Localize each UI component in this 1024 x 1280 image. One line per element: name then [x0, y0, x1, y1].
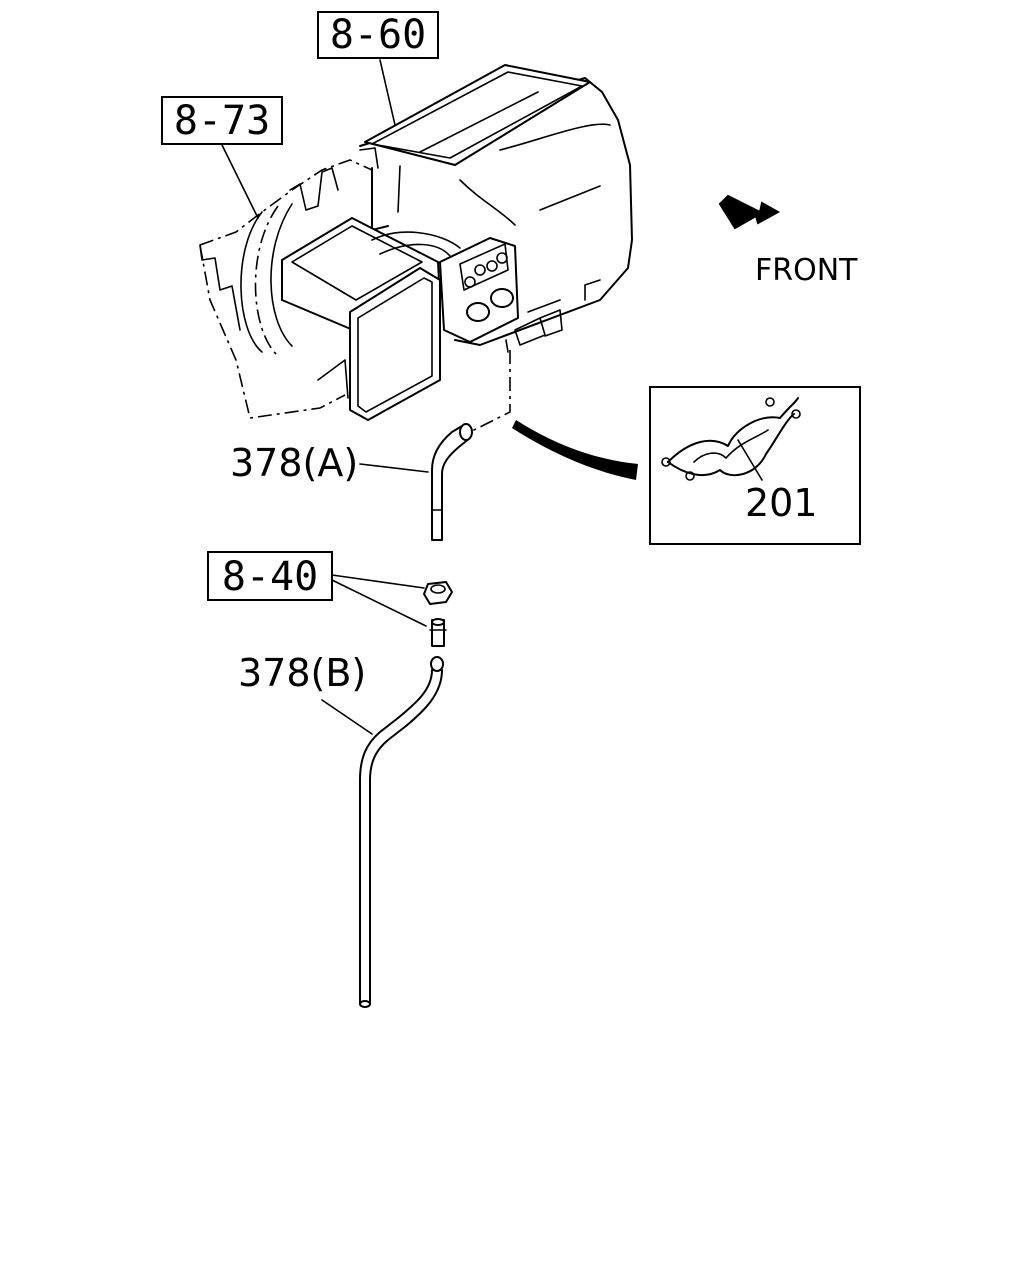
callout-378b: 378(B) [238, 651, 366, 695]
front-direction-indicator: FRONT [718, 194, 858, 288]
hose-378a[interactable]: 378(A) [230, 423, 473, 541]
leader-lines [221, 59, 511, 433]
ref-box-8-73[interactable]: 8-73 [161, 96, 283, 145]
ref-box-8-40[interactable]: 8-40 [207, 551, 427, 627]
grommet-part[interactable] [423, 581, 453, 605]
ref-label-8-60: 8-60 [330, 12, 426, 58]
hose-378b[interactable]: 378(B) [238, 651, 444, 1008]
connector-part[interactable] [429, 618, 447, 647]
callout-201: 201 [745, 481, 818, 525]
front-arrow-icon [718, 194, 781, 230]
gasket-201-inset[interactable]: 201 [512, 386, 861, 545]
ref-label-8-73: 8-73 [174, 98, 270, 144]
ref-box-8-60[interactable]: 8-60 [317, 11, 439, 59]
hvac-unit-assembly [199, 64, 633, 421]
gasket-201-shape [667, 397, 799, 463]
front-label: FRONT [755, 253, 858, 288]
ref-label-8-40: 8-40 [222, 554, 318, 600]
callout-378a: 378(A) [230, 441, 358, 485]
